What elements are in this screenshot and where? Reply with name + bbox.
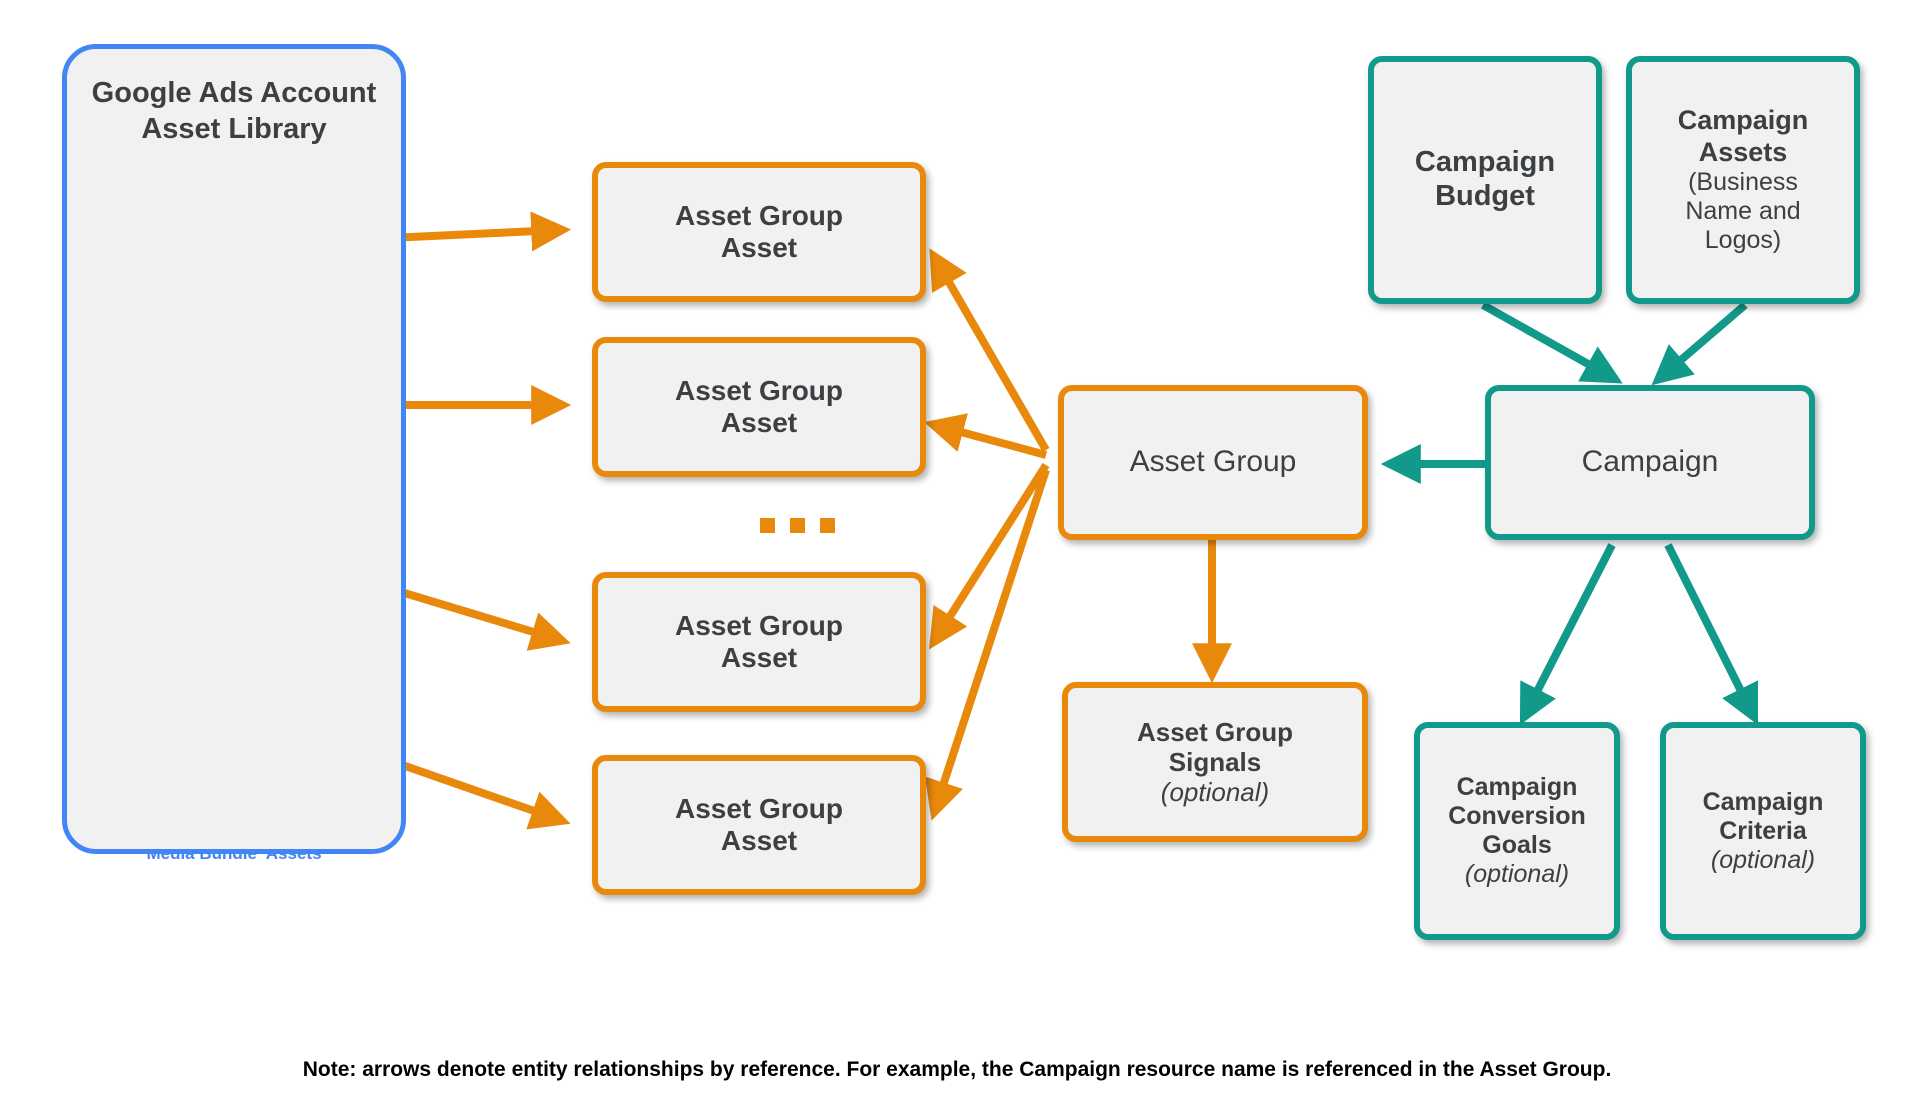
ellipsis-indicator (760, 518, 835, 533)
criteria-optional: (optional) (1710, 845, 1816, 874)
campaign-budget-box[interactable]: Campaign Budget (1368, 56, 1602, 304)
aga-4-line-1: Asset Group (674, 792, 844, 824)
ellipsis-dot-3 (820, 518, 835, 533)
campaign-criteria-box[interactable]: Campaign Criteria (optional) (1660, 722, 1866, 940)
aga-4-line-2: Asset (720, 825, 798, 856)
aga-2-line-2: Asset (720, 407, 798, 438)
campaign-assets-line-4: Name and (1685, 196, 1801, 225)
campaign-assets-line-3: (Business (1688, 167, 1798, 196)
asset-group-asset-box-4[interactable]: Asset Group Asset (592, 755, 926, 895)
ccg-line-3: Goals (1482, 831, 1552, 859)
edge-campaign-to-criteria (1664, 543, 1759, 726)
asset-group-asset-box-1[interactable]: Asset Group Asset (592, 162, 926, 302)
campaign-assets-line-5: Logos) (1704, 225, 1782, 254)
budget-line-2: Budget (1435, 180, 1535, 212)
asset-group-label: Asset Group (1129, 445, 1297, 479)
campaign-box[interactable]: Campaign (1485, 385, 1815, 540)
criteria-line-1: Campaign (1702, 787, 1824, 816)
asset-group-asset-box-3[interactable]: Asset Group Asset (592, 572, 926, 712)
aga-1-line-2: Asset (720, 232, 798, 263)
aga-3-line-2: Asset (720, 642, 798, 673)
asset-group-asset-box-2[interactable]: Asset Group Asset (592, 337, 926, 477)
edge-asset-group-to-aga-4 (924, 468, 1050, 821)
edge-campaign-assets-to-campaign (1651, 301, 1748, 386)
library-title-line-1: Google Ads Account (91, 77, 377, 109)
ccg-optional: (optional) (1464, 860, 1570, 888)
edge-campaign-to-conversion-goals (1519, 543, 1616, 725)
signals-line-1: Asset Group (1136, 716, 1294, 747)
ccg-line-1: Campaign (1456, 773, 1578, 801)
edge-budget-to-campaign (1481, 301, 1623, 384)
budget-line-1: Campaign (1414, 146, 1556, 179)
edge-asset-group-to-aga-3 (929, 462, 1050, 650)
criteria-line-2: Criteria (1719, 816, 1807, 845)
aga-1-line-1: Asset Group (674, 199, 844, 231)
signals-line-2: Signals (1168, 746, 1262, 777)
campaign-assets-line-2: Assets (1698, 136, 1788, 167)
asset-group-signals-box[interactable]: Asset Group Signals (optional) (1062, 682, 1368, 842)
ellipsis-dot-2 (790, 518, 805, 533)
footer-note: Note: arrows denote entity relationships… (302, 1058, 1612, 1081)
asset-library-panel: Google Ads Account Asset Library (62, 44, 406, 854)
aga-2-line-1: Asset Group (674, 374, 844, 406)
signals-optional: (optional) (1160, 777, 1270, 808)
campaign-conversion-goals-box[interactable]: Campaign Conversion Goals (optional) (1414, 722, 1620, 940)
campaign-assets-line-1: Campaign (1677, 105, 1809, 136)
asset-group-box[interactable]: Asset Group (1058, 385, 1368, 540)
campaign-label: Campaign (1581, 445, 1719, 479)
edge-asset-group-to-aga-2 (924, 413, 1048, 459)
library-title-line-2: Asset Library (141, 113, 327, 146)
campaign-assets-box[interactable]: Campaign Assets (Business Name and Logos… (1626, 56, 1860, 304)
ccg-line-2: Conversion (1448, 802, 1586, 830)
ellipsis-dot-1 (760, 518, 775, 533)
aga-3-line-1: Asset Group (674, 609, 844, 641)
edge-asset-group-to-aga-1 (929, 248, 1050, 453)
library-title: Google Ads Account Asset Library (67, 75, 401, 148)
